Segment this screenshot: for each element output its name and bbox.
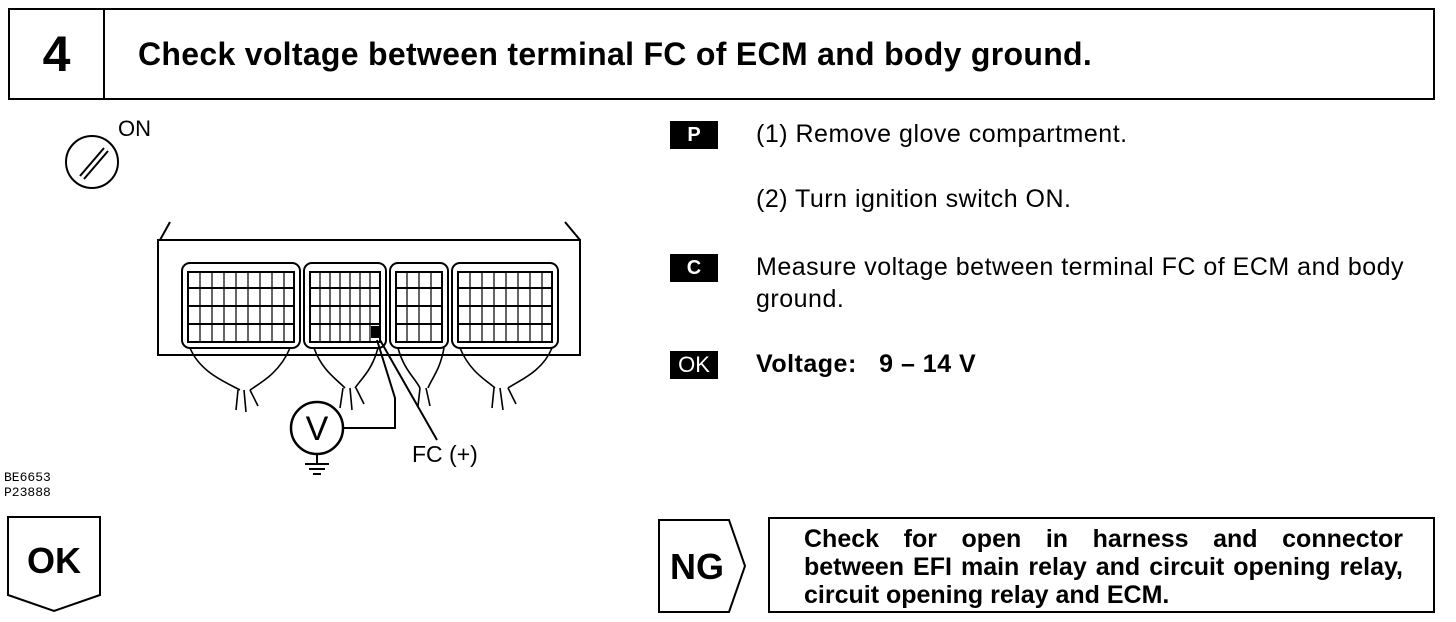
figure-code: P23888	[4, 485, 51, 500]
step-header: 4 Check voltage between terminal FC of E…	[8, 8, 1435, 100]
step-number: 4	[10, 10, 105, 98]
step-title: Check voltage between terminal FC of ECM…	[138, 35, 1093, 72]
voltmeter-symbol: V	[306, 410, 329, 448]
voltmeter-icon	[289, 400, 345, 475]
terminal-grid	[199, 272, 543, 342]
terminal-fc-label: FC (+)	[412, 441, 478, 467]
ecm-body	[157, 221, 581, 356]
ok-result-label: OK	[27, 540, 81, 581]
instruction-prep-1: P (1) Remove glove compartment.	[670, 118, 1456, 150]
ecm-connector-d	[451, 262, 559, 349]
instruction-ok-spec: OK Voltage: 9 – 14 V	[670, 348, 1456, 380]
instruction-text: Measure voltage between terminal FC of E…	[756, 253, 1405, 313]
ok-result-shape: OK	[7, 516, 101, 613]
fc-terminal-marker	[371, 326, 380, 338]
probe-wires	[342, 339, 438, 441]
instruction-prep-2: (2) Turn ignition switch ON.	[670, 183, 1456, 215]
ng-action-box: Check for open in harness and connector …	[768, 517, 1435, 613]
ecm-connector-a	[181, 262, 301, 349]
instruction-check: C Measure voltage between terminal FC of…	[670, 251, 1456, 315]
wire-harness	[189, 347, 553, 413]
instruction-text: (2) Turn ignition switch ON.	[756, 185, 1072, 213]
instruction-text: (1) Remove glove compartment.	[756, 120, 1128, 148]
ng-result-label: NG	[670, 546, 724, 587]
ecm-connector-b	[303, 262, 387, 349]
ignition-switch-icon	[65, 135, 119, 189]
figure-codes: BE6653 P23888	[4, 470, 51, 500]
badge-check: C	[670, 254, 718, 282]
figure-code: BE6653	[4, 470, 51, 485]
badge-ok: OK	[670, 351, 718, 379]
badge-prep: P	[670, 121, 718, 149]
ng-result-shape: NG	[658, 519, 747, 613]
ok-spec-text: Voltage: 9 – 14 V	[756, 350, 977, 378]
ecm-connector-diagram: ON	[65, 116, 581, 475]
ignition-on-label: ON	[118, 116, 151, 141]
